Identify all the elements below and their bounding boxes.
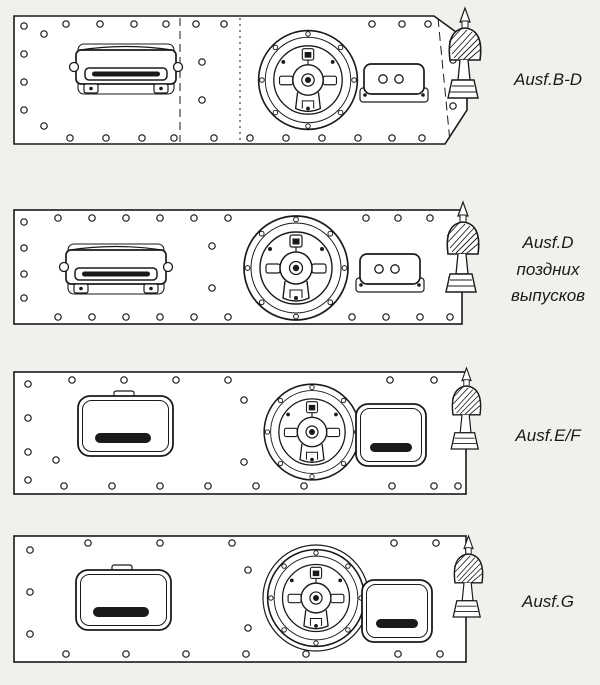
hull-front-drawing-ausf-d-late	[13, 201, 480, 325]
hull-front-drawing-ausf-g	[13, 535, 484, 663]
figure-row-ausf-d-late: Ausf.D поздних выпусков	[0, 196, 600, 344]
caption-line: Ausf.E/F	[515, 425, 581, 445]
driver-visor	[68, 43, 184, 95]
hull-front-drawing-ausf-e-f	[13, 367, 482, 495]
mg-ball-mount	[257, 29, 359, 131]
caption-line: выпусков	[510, 286, 586, 306]
caption-line: Ausf.D	[522, 233, 574, 253]
right-vision-port	[355, 253, 425, 293]
driver-visor	[58, 243, 174, 295]
mg-ball-mount	[266, 548, 366, 648]
figure-row-ausf-g: Ausf.G	[0, 528, 600, 676]
right-visor	[361, 579, 433, 643]
mg-ball-mount	[263, 383, 361, 481]
headlight	[447, 7, 482, 99]
figure-caption: Ausf.B-D	[500, 6, 596, 154]
figure-caption: Ausf.D поздних выпусков	[500, 196, 596, 344]
hull-front-drawing-ausf-b-d	[13, 7, 482, 145]
figure-row-ausf-b-d: Ausf.B-D	[0, 6, 600, 154]
caption-line: Ausf.G	[522, 591, 574, 611]
right-visor	[355, 403, 427, 467]
caption-line: поздних	[516, 259, 580, 279]
figure-caption: Ausf.E/F	[500, 362, 596, 510]
figure-caption: Ausf.G	[500, 528, 596, 676]
driver-visor	[77, 390, 174, 457]
figure-row-ausf-e-f: Ausf.E/F	[0, 362, 600, 510]
driver-visor	[75, 564, 172, 631]
caption-line: Ausf.B-D	[513, 69, 583, 89]
mg-ball-mount	[243, 215, 349, 321]
right-vision-port	[359, 63, 429, 103]
